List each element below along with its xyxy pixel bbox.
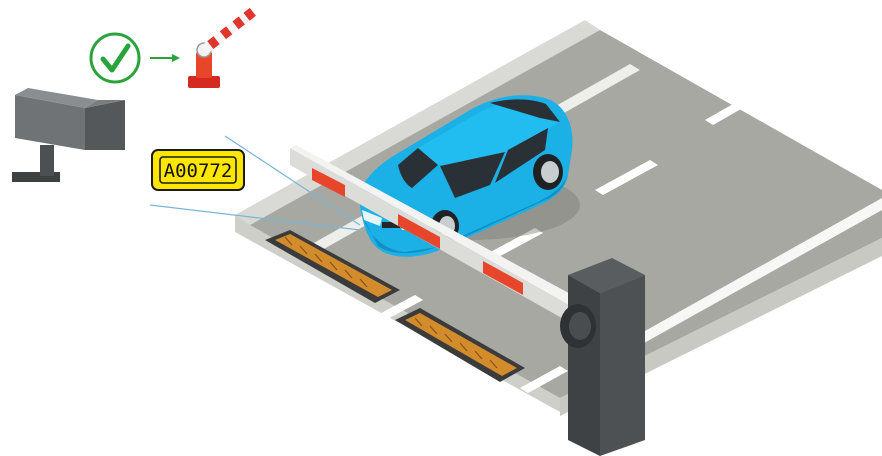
access-granted-indicator xyxy=(91,34,180,82)
license-plate-callout: A00772 xyxy=(152,150,244,190)
checkmark-icon xyxy=(91,34,139,82)
camera-icon xyxy=(12,88,125,182)
barrier-post xyxy=(560,258,645,456)
barrier-open-icon xyxy=(188,8,256,88)
car-wheel-rear xyxy=(533,154,563,190)
license-plate-number: A00772 xyxy=(164,160,233,182)
